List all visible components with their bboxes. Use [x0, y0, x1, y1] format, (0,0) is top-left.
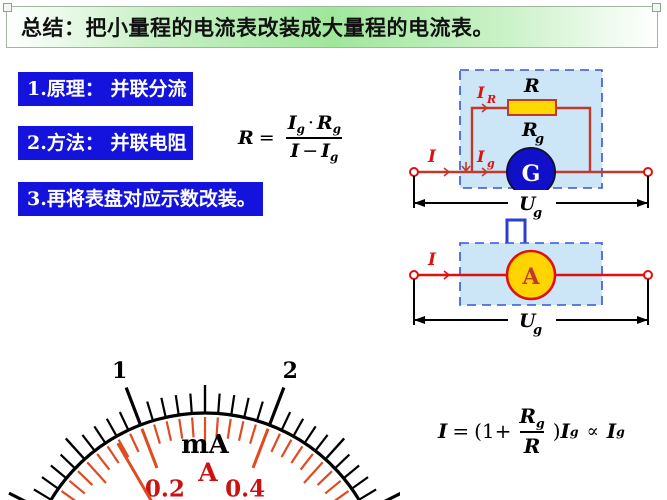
terminal-left-top — [409, 167, 419, 177]
ammeter-symbol — [505, 249, 557, 301]
dim-label-backdrop-bottom — [508, 307, 556, 331]
formula-i-lhs: I — [438, 419, 448, 444]
formula-i-den: R — [523, 434, 541, 459]
label-Ug-bottom: U — [519, 310, 537, 332]
gauge-black-label: 2 — [283, 358, 298, 384]
formula-i-ig2: I — [606, 419, 617, 444]
gauge-red-label: 0.2 — [145, 475, 185, 500]
label-current-Ig: I — [476, 147, 485, 166]
formula-shunt-resistance: R = Ig·Rg I−Ig — [238, 112, 349, 164]
formula-i-num: R — [519, 404, 537, 428]
label-current-I-top: I — [427, 147, 437, 167]
gauge-red-label: 0.4 — [225, 475, 265, 500]
formula-r-den-ig-sub: g — [330, 150, 339, 165]
formula-i-close: ) — [552, 419, 561, 444]
gauge-needle — [116, 442, 153, 500]
formula-r-den-ig: I — [321, 140, 331, 163]
label-Ug-top: U — [519, 193, 537, 215]
formula-i-equals: = — [452, 419, 470, 444]
formula-i-num-sub: g — [536, 415, 545, 431]
title-banner: 总结：把小量程的电流表改装成大量程的电流表。 — [3, 3, 661, 48]
circuit-diagram-ammeter: A I U g — [409, 242, 653, 338]
current-arrowhead-bottom — [440, 270, 451, 280]
gauge-scale-labels: 012300.20.40.6 — [0, 358, 298, 500]
label-current-Ig-sub: g — [487, 157, 495, 170]
label-current-IR: I — [476, 83, 485, 102]
point-2-box: 2.方法： 并联电阻 — [18, 126, 194, 160]
terminal-right-bottom — [643, 270, 653, 280]
formula-r-num-i: I — [287, 112, 297, 134]
terminal-left-bottom — [409, 270, 419, 280]
formula-r-num-i-sub: g — [296, 122, 305, 137]
label-current-IR-sub: R — [486, 93, 496, 106]
formula-r-dot: · — [307, 112, 314, 134]
formula-r-equals: = — [258, 127, 275, 150]
gauge-black-label: 0 — [0, 472, 1, 498]
gauge-tick-marks — [8, 385, 400, 500]
label-current-I-bottom: I — [427, 250, 437, 270]
point-3-box: 3.再将表盘对应示数改装。 — [18, 182, 263, 216]
label-Rg: R — [521, 119, 538, 141]
terminal-right-top — [643, 167, 653, 177]
label-Ug-bottom-sub: g — [533, 323, 542, 338]
formula-r-den-i: I — [290, 140, 300, 163]
formula-i-ig: I — [560, 419, 570, 444]
label-Rg-sub: g — [535, 132, 544, 147]
formula-i-ig2-sub: g — [616, 423, 625, 439]
analog-meter-dial: 012300.20.40.6 mA A — [0, 358, 400, 500]
current-arrowheads-top — [440, 103, 489, 177]
formula-r-num-r: R — [316, 112, 333, 134]
formula-r-lhs: R — [238, 127, 254, 150]
galvanometer-label: G — [522, 161, 541, 187]
formula-r-minus: − — [302, 140, 319, 163]
formula-i-open: (1+ — [474, 419, 512, 444]
point-1-box: 1.原理： 并联分流 — [18, 72, 194, 106]
resistor-symbol — [507, 99, 557, 116]
gauge-unit-A: A — [197, 458, 218, 487]
formula-r-num-r-sub: g — [332, 122, 341, 137]
dim-label-backdrop-top — [508, 190, 556, 214]
formula-i-ig-sub: g — [569, 423, 579, 439]
formula-i-proportional: ∝ — [586, 420, 599, 442]
gauge-unit-mA: mA — [181, 430, 230, 460]
label-Ug-top-sub: g — [533, 206, 542, 221]
gauge-black-label: 1 — [112, 358, 127, 384]
page-title: 总结：把小量程的电流表改装成大量程的电流表。 — [21, 15, 494, 40]
circuit-diagram-galvanometer: G I I R I g R R g U g — [409, 69, 653, 221]
ammeter-label: A — [521, 264, 540, 290]
label-resistor-R: R — [523, 75, 540, 97]
